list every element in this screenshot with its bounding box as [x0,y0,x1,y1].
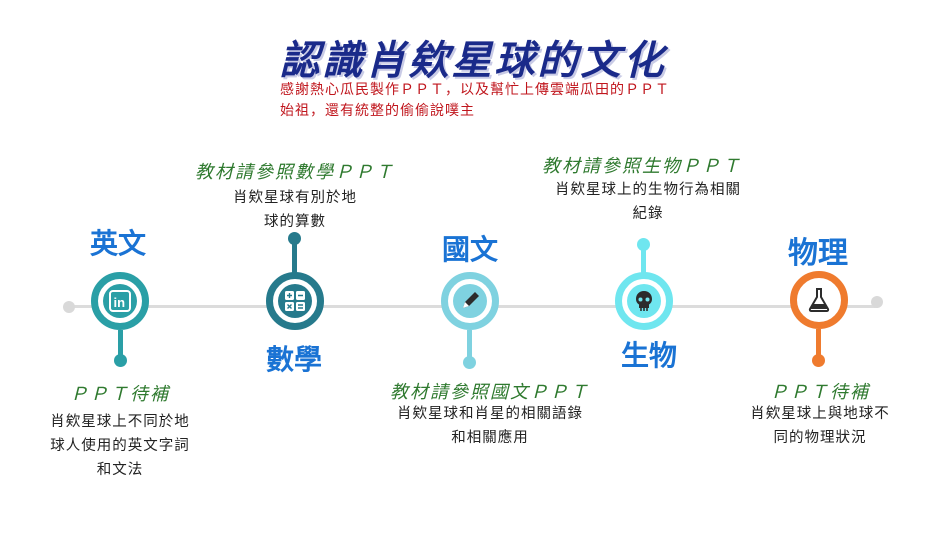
node-math [266,272,324,330]
flask-icon [802,283,836,317]
svg-text:in: in [114,295,126,310]
note-body-math: 肖欸星球有別於地球的算數 [233,190,357,230]
node-english: in [91,272,149,330]
timeline-start-dot [63,301,75,313]
node-biology [615,272,673,330]
stem-dot-math [288,232,301,245]
note-body-physics: 肖欸星球上與地球不同的物理狀況 [750,406,890,446]
note-head-math: 教材請參照數學ＰＰＴ [195,162,395,183]
note-head-chinese: 教材請參照國文ＰＰＴ [390,382,590,403]
label-chinese: 國文 [441,233,498,266]
skull-icon [627,284,661,318]
note-head-physics: ＰＰＴ待補 [770,382,870,403]
pencil-icon [453,284,487,318]
stem-biology [641,246,646,276]
stem-dot-physics [812,354,825,367]
linkedin-icon: in [103,284,137,318]
note-body-biology: 肖欸星球上的生物行為相關紀錄 [555,182,741,222]
stem-dot-biology [637,238,650,251]
stem-chinese [467,330,472,357]
label-english: 英文 [89,227,146,260]
note-head-biology: 教材請參照生物ＰＰＴ [542,156,742,177]
note-body-english: 肖欸星球上不同於地球人使用的英文字詞和文法 [50,414,190,478]
stem-physics [816,329,821,355]
stem-english [118,330,123,355]
timeline-end-dot [871,296,883,308]
subtitle: 感謝熱心瓜民製作ＰＰＴ，以及幫忙上傳雲端瓜田的ＰＰＴ始祖，還有統整的偷偷說噗主 [280,82,670,119]
stem-dot-chinese [463,356,476,369]
calculator-icon [278,284,312,318]
note-head-english: ＰＰＴ待補 [70,384,170,405]
node-chinese [441,272,499,330]
stem-math [292,240,297,275]
node-physics [790,271,848,329]
page-title: 認識肖欸星球的文化 [279,37,667,84]
label-math: 數學 [265,343,322,376]
note-body-chinese: 肖欸星球和肖星的相關語錄和相關應用 [397,406,583,446]
stem-dot-english [114,354,127,367]
label-biology: 生物 [620,339,677,372]
label-physics: 物理 [788,236,848,271]
